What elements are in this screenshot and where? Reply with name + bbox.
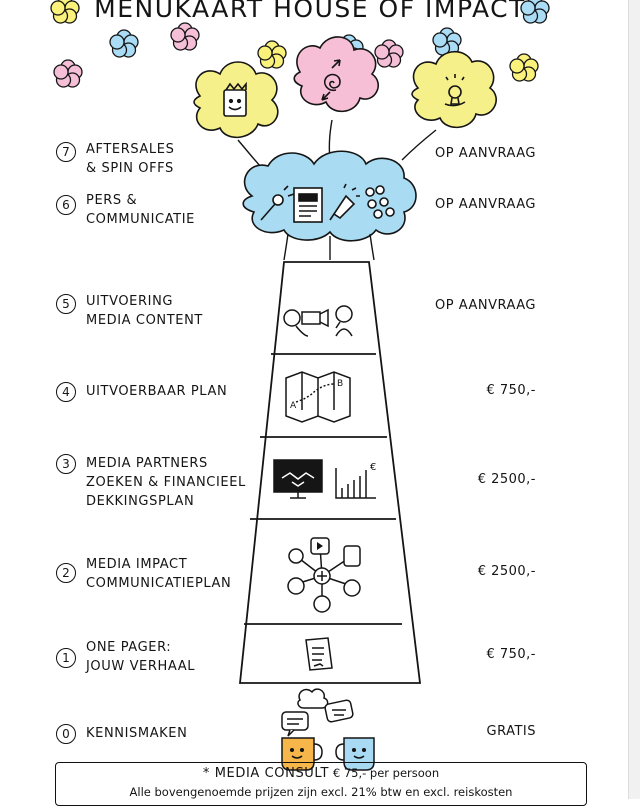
label-line: COMMUNICATIE (86, 212, 195, 227)
menu-item-price: € 750,- (486, 647, 536, 662)
menu-item-label: UITVOERING MEDIA CONTENT (86, 292, 203, 330)
step-number: 2 (56, 563, 76, 583)
newspaper-icon (293, 187, 323, 223)
menu-item-label: MEDIA PARTNERS ZOEKEN & FINANCIEEL DEKKI… (86, 454, 246, 511)
svg-text:B: B (337, 379, 343, 389)
menu-item-price: OP AANVRAAG (435, 298, 536, 313)
menu-item-price: € 2500,- (477, 472, 536, 487)
spiral-flower (293, 36, 379, 113)
label-line: MEDIA PARTNERS (86, 456, 208, 471)
menu-item-price: OP AANVRAAG (435, 197, 536, 212)
menu-card: A B € (50, 0, 587, 806)
step-number: 0 (56, 724, 76, 744)
svg-text:A: A (290, 401, 297, 411)
illustration: A B € (50, 0, 550, 771)
label-line: JOUW VERHAAL (86, 659, 196, 674)
tower (239, 261, 422, 684)
idea-flower (411, 50, 497, 129)
menu-item-price: € 2500,- (477, 564, 536, 579)
label-line: AFTERSALES (86, 142, 175, 157)
price-note: Alle bovengenoemde prijzen zijn excl. 21… (129, 785, 513, 799)
step-number: 5 (56, 294, 76, 314)
label-line: UITVOERBAAR PLAN (86, 384, 228, 399)
camera-icon (283, 305, 353, 337)
label-line: DEKKINGSPLAN (86, 494, 195, 509)
label-line: PERS & (86, 193, 138, 208)
menu-item-label: AFTERSALES & SPIN OFFS (86, 140, 174, 178)
speech-bubble-icon (324, 699, 354, 723)
menu-item-label: UITVOERBAAR PLAN (86, 382, 227, 401)
people-icon (365, 185, 395, 219)
step-number: 4 (56, 382, 76, 402)
consult-label: * MEDIA CONSULT (202, 766, 330, 781)
step-number: 3 (56, 454, 76, 474)
flower-icon (509, 53, 539, 82)
menu-item-label: PERS & COMMUNICATIE (86, 191, 195, 229)
flower-icon (109, 29, 139, 58)
document-icon (305, 637, 333, 671)
label-line: ONE PAGER: (86, 640, 172, 655)
menu-item-label: ONE PAGER: JOUW VERHAAL (86, 638, 195, 676)
svg-text:€: € (370, 462, 376, 473)
consult-price: € 75,- per persoon (332, 766, 440, 780)
flower-icon (374, 39, 404, 68)
smiley-flower (193, 61, 279, 139)
page-edge (628, 0, 640, 799)
menu-item-label: KENNISMAKEN (86, 724, 187, 743)
lightbulb-icon (444, 74, 466, 107)
speech-bubble-icon (281, 711, 309, 737)
flower-icon (432, 27, 462, 56)
menu-item-price: OP AANVRAAG (435, 146, 536, 161)
steam-cloud (297, 688, 329, 709)
menu-item-label: MEDIA IMPACT COMMUNICATIEPLAN (86, 555, 231, 593)
flower-icon (53, 59, 83, 88)
step-number: 7 (56, 142, 76, 162)
map-icon: A B (285, 371, 351, 423)
label-line: COMMUNICATIEPLAN (86, 576, 232, 591)
handshake-icon (273, 459, 323, 499)
label-line: UITVOERING (86, 294, 174, 309)
footer-note-box: * MEDIA CONSULT € 75,- per persoon Alle … (55, 762, 587, 806)
megaphone-icon (329, 183, 360, 221)
step-number: 1 (56, 648, 76, 668)
microphone-icon (260, 185, 295, 221)
label-line: MEDIA CONTENT (86, 313, 203, 328)
menu-item-price: GRATIS (486, 724, 536, 739)
label-line: ZOEKEN & FINANCIEEL (86, 475, 246, 490)
label-line: MEDIA IMPACT (86, 557, 188, 572)
label-line: & SPIN OFFS (86, 161, 174, 176)
network-icon (287, 537, 361, 613)
spiral-icon (321, 59, 341, 101)
smiley-icon (223, 81, 247, 117)
page-title: MENUKAART HOUSE OF IMPACT (94, 0, 526, 23)
flower-icon (257, 40, 287, 69)
step-number: 6 (56, 195, 76, 215)
media-cloud (242, 150, 417, 242)
flower-icon (170, 22, 200, 51)
label-line: KENNISMAKEN (86, 726, 188, 741)
media-consult: * MEDIA CONSULT € 75,- per persoon (56, 766, 586, 781)
menu-item-price: € 750,- (486, 383, 536, 398)
bar-chart-icon: € (335, 462, 376, 499)
